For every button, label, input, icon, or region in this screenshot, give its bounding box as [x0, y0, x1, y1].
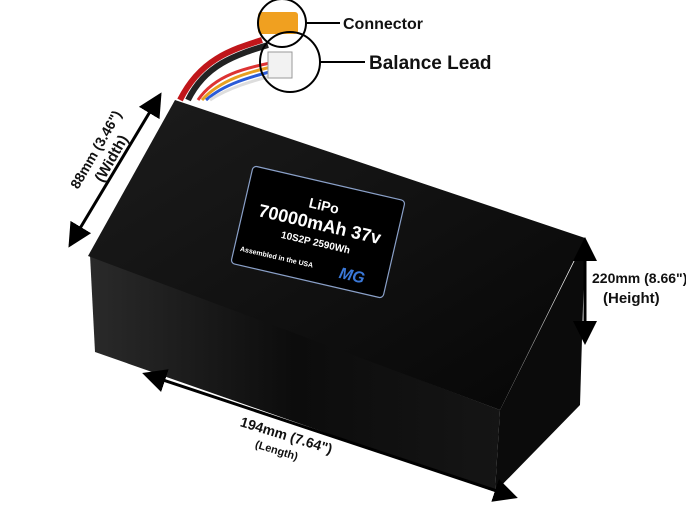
balance-plug [267, 51, 293, 79]
label-type: LiPo [307, 194, 340, 216]
height-label: (Height) [603, 290, 660, 307]
balance-lead-label: Balance Lead [369, 53, 492, 74]
xt-connector [258, 12, 298, 34]
balance-lead-callout: Balance Lead [259, 31, 492, 93]
length-arrow [142, 369, 518, 502]
battery-box [88, 100, 585, 492]
connector-callout: Connector [257, 0, 423, 48]
battery-label: LiPo 70000mAh 37v 10S2P 2590Wh Assembled… [230, 165, 406, 299]
height-value: 220mm (8.66") [592, 270, 686, 286]
width-arrow [68, 92, 162, 248]
wires [177, 12, 298, 102]
logo: MG [337, 265, 366, 287]
connector-label: Connector [343, 16, 423, 33]
